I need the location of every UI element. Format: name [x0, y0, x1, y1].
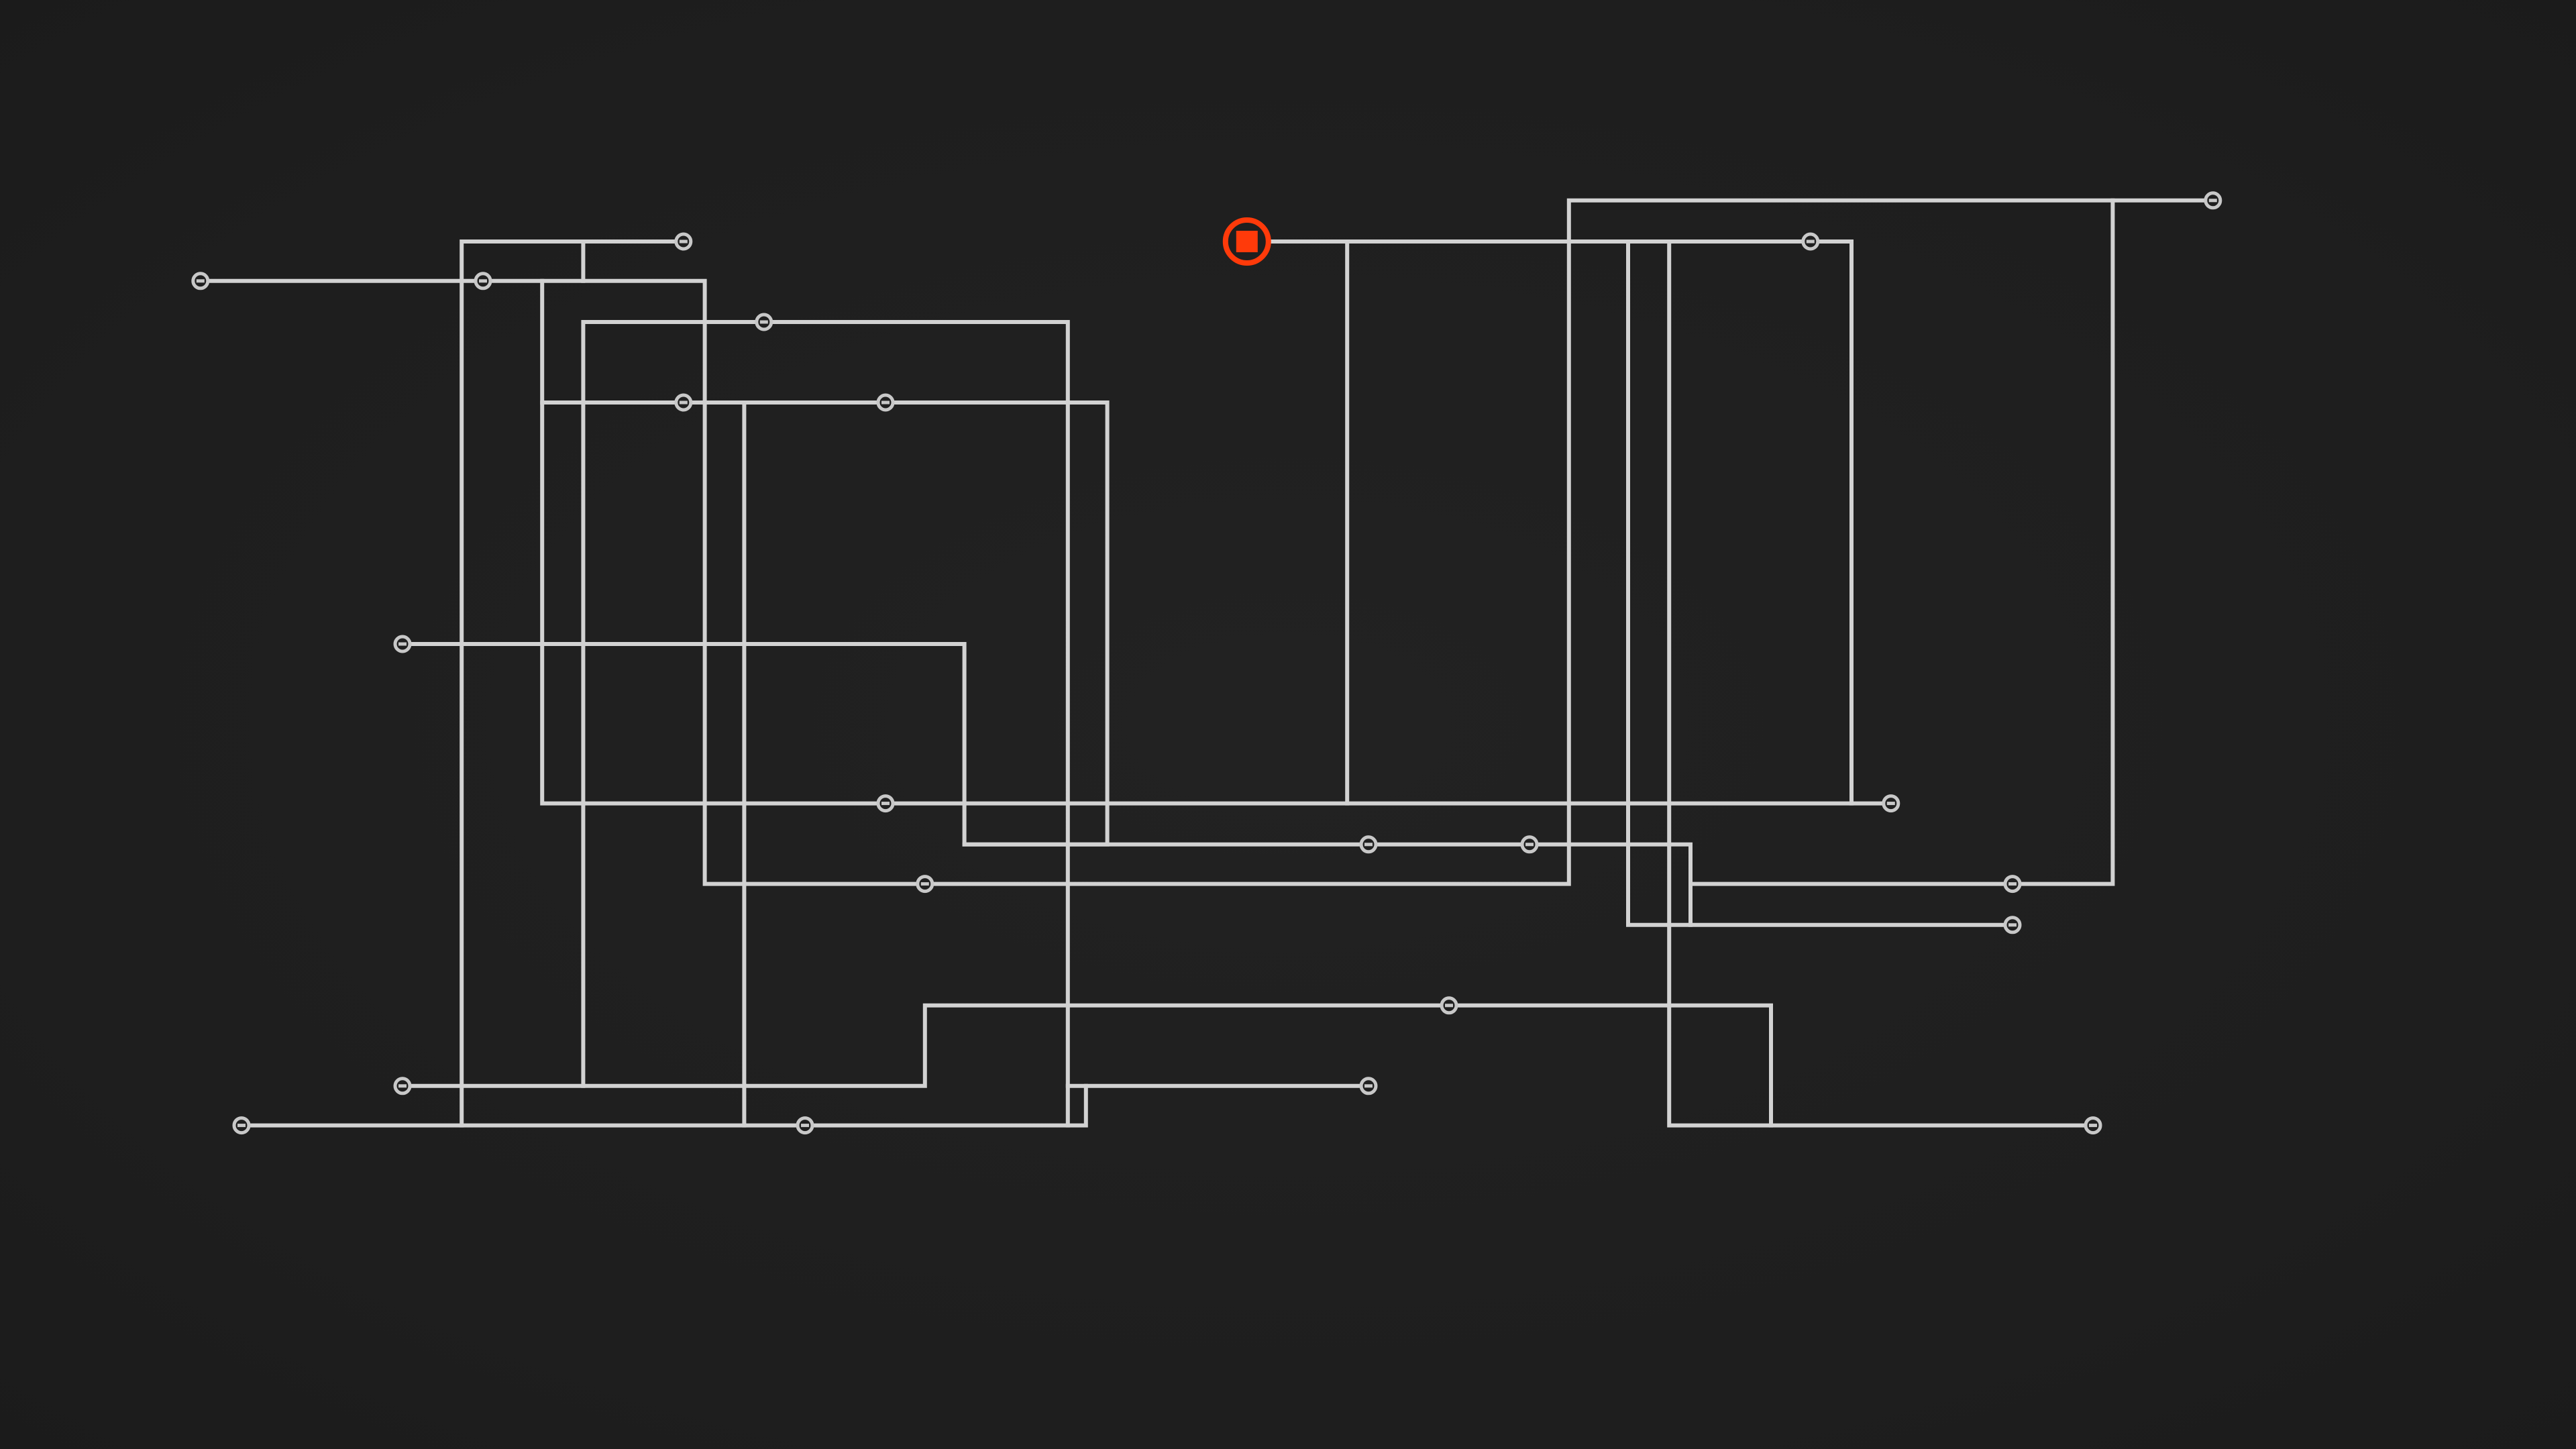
node-core	[237, 1124, 246, 1128]
ring-node-icon[interactable]	[1520, 835, 1539, 854]
player-square	[1236, 231, 1258, 252]
node-core	[679, 400, 688, 405]
wire-segment	[400, 400, 1110, 847]
ring-node-icon[interactable]	[2084, 1116, 2102, 1135]
node-core	[1886, 802, 1895, 806]
ring-node-icon[interactable]	[393, 635, 412, 653]
node-core	[398, 642, 407, 646]
ring-node-icon[interactable]	[916, 875, 934, 894]
ring-node-icon[interactable]	[755, 313, 773, 331]
wire-segment	[540, 278, 1893, 806]
ring-node-icon[interactable]	[2003, 916, 2022, 934]
node-core	[398, 1084, 407, 1088]
node-core	[479, 279, 487, 283]
node-core	[679, 239, 688, 244]
node-core	[196, 279, 205, 283]
ring-node-icon[interactable]	[674, 393, 693, 412]
node-core	[920, 882, 929, 886]
node-core	[759, 320, 768, 324]
node-core	[801, 1124, 809, 1128]
ring-node-icon[interactable]	[1359, 1077, 1378, 1095]
ring-node-icon[interactable]	[796, 1116, 814, 1135]
node-core	[1364, 1084, 1373, 1088]
wire-segment	[1065, 1083, 1088, 1128]
ring-node-icon[interactable]	[674, 232, 693, 251]
wire-segment	[962, 239, 1693, 927]
ring-node-icon[interactable]	[1801, 232, 1820, 251]
wire-segment	[400, 239, 1773, 1128]
ring-node-icon[interactable]	[474, 272, 492, 290]
wire-segment	[460, 239, 686, 1128]
player-layer	[1222, 217, 1271, 266]
ring-node-icon[interactable]	[1359, 835, 1378, 854]
ring-node-icon[interactable]	[393, 1077, 412, 1095]
wire-segment	[239, 320, 1070, 1128]
ring-node-icon[interactable]	[2003, 875, 2022, 894]
wire-segment	[1688, 198, 2115, 886]
node-core	[2008, 923, 2017, 927]
node-core	[1806, 239, 1815, 244]
node-core	[881, 802, 890, 806]
ring-node-icon[interactable]	[1440, 996, 1458, 1015]
node-core	[1445, 1004, 1453, 1008]
node-layer	[191, 191, 2222, 1135]
wire-segment	[1244, 239, 1854, 806]
wire-segment	[198, 198, 2215, 886]
ring-node-icon[interactable]	[2204, 191, 2222, 210]
ring-node-icon[interactable]	[876, 794, 895, 813]
square-in-circle-icon[interactable]	[1222, 217, 1271, 266]
ring-node-icon[interactable]	[191, 272, 210, 290]
node-core	[2008, 882, 2017, 886]
node-core	[2208, 199, 2217, 203]
wire-layer	[198, 198, 2215, 1128]
node-core	[1525, 843, 1534, 847]
node-core	[1364, 843, 1373, 847]
ring-node-icon[interactable]	[232, 1116, 251, 1135]
ring-node-icon[interactable]	[1882, 794, 1900, 813]
node-core	[2089, 1124, 2097, 1128]
node-core	[881, 400, 890, 405]
ring-node-icon[interactable]	[876, 393, 895, 412]
